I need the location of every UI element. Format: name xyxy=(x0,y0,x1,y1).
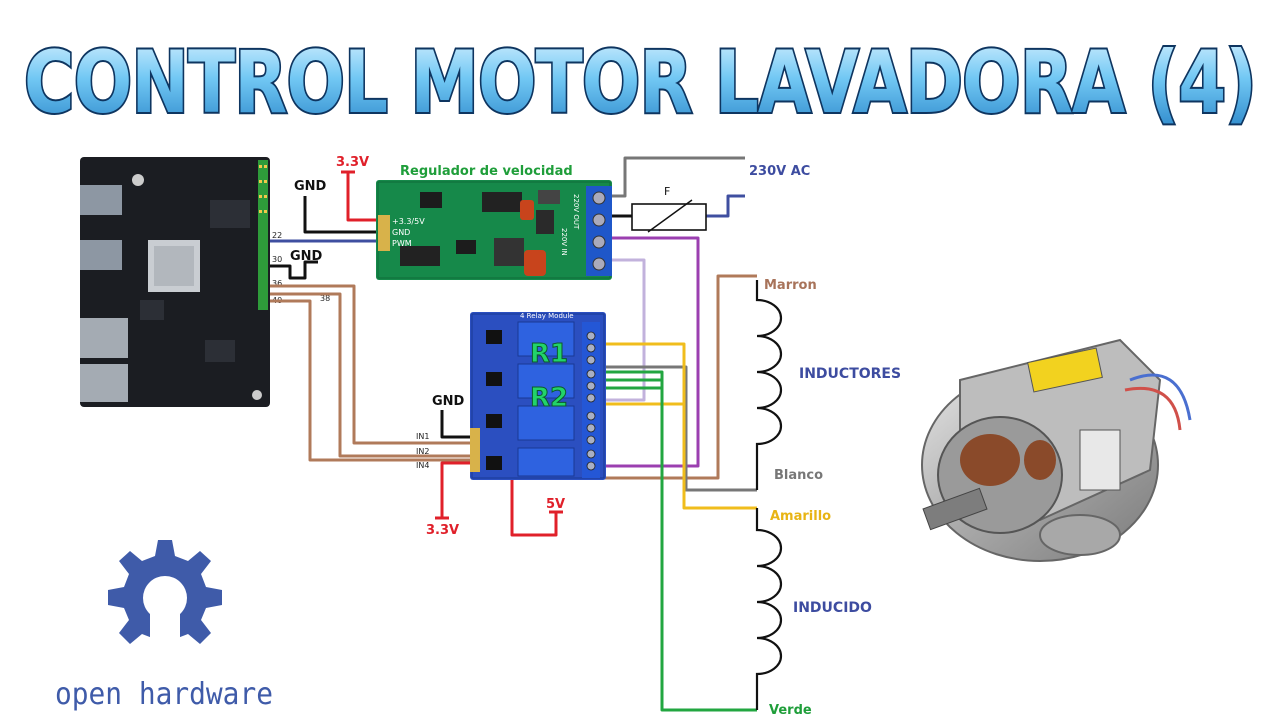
relay-module-label: 4 Relay Module xyxy=(520,312,574,320)
open-hardware-logo xyxy=(108,540,222,660)
gnd-relay-label: GND xyxy=(432,394,465,409)
wire-in2 xyxy=(270,292,478,458)
inductor-field-coil xyxy=(755,280,783,490)
blanco-label: Blanco xyxy=(774,468,823,483)
wire-ac-grey xyxy=(612,156,745,198)
wire-purple xyxy=(595,236,700,468)
v33-bottom-label: 3.3V xyxy=(426,523,459,538)
wires xyxy=(270,156,757,712)
wire-5v xyxy=(510,476,558,537)
pin-22-label: 22 xyxy=(272,231,282,240)
relay-r1-label: R1 xyxy=(530,339,568,369)
inducido-label: INDUCIDO xyxy=(793,600,872,616)
pin-30-label: 30 xyxy=(272,255,282,264)
speed-regulator-board xyxy=(376,180,612,280)
open-hardware-text: open hardware xyxy=(55,677,273,712)
amarillo-label: Amarillo xyxy=(770,509,831,524)
pin-38-label: 38 xyxy=(320,294,330,303)
relay-in1-label: IN1 xyxy=(416,432,429,441)
fuse-symbol xyxy=(631,199,707,233)
wire-gnd-mid xyxy=(270,260,318,280)
inductor-coils xyxy=(755,280,783,710)
wire-gnd-relay xyxy=(440,410,478,439)
relay-in2-label: IN2 xyxy=(416,447,429,456)
wire-marron xyxy=(595,274,757,480)
speed-regulator-label: Regulador de velocidad xyxy=(400,164,573,179)
wire-blanco xyxy=(595,365,757,492)
wire-yellow-1 xyxy=(595,342,757,510)
page-title: CONTROL MOTOR LAVADORA (4) xyxy=(24,33,1256,133)
wire-lavender xyxy=(595,258,646,402)
wire-gnd-top xyxy=(303,196,378,234)
regulator-pin-vcc: +3.3/5V xyxy=(392,217,425,226)
relay-r2-label: R2 xyxy=(530,383,568,413)
marron-label: Marron xyxy=(764,278,817,293)
v5-label: 5V xyxy=(546,497,565,512)
verde-label: Verde xyxy=(769,703,812,718)
regulator-pin-gnd: GND xyxy=(392,228,410,237)
pin-36-label: 36 xyxy=(272,279,282,288)
fuse-label: F xyxy=(664,185,670,198)
gnd-top-label: GND xyxy=(294,179,327,194)
inductores-label: INDUCTORES xyxy=(799,366,901,382)
wire-in4 xyxy=(270,299,478,462)
relay-in4-label: IN4 xyxy=(416,461,429,470)
wire-fuse-right xyxy=(706,194,745,218)
regulator-pin-pwm: PWM xyxy=(392,239,412,248)
ac-label: 230V AC xyxy=(749,164,810,179)
relay-module xyxy=(470,312,606,480)
armature-coil xyxy=(755,508,783,710)
wire-in1 xyxy=(270,284,478,445)
gnd-mid-label: GND xyxy=(290,249,323,264)
wire-3v3-top xyxy=(346,172,378,222)
v33-top-label: 3.3V xyxy=(336,155,369,170)
wire-green-1 xyxy=(595,370,757,712)
washing-machine-motor xyxy=(921,338,1192,562)
regulator-pin-out: 220V OUT xyxy=(572,194,580,230)
single-board-computer xyxy=(80,157,270,407)
wire-3v3-bottom xyxy=(440,461,478,518)
regulator-pin-in: 220V IN xyxy=(560,228,568,256)
